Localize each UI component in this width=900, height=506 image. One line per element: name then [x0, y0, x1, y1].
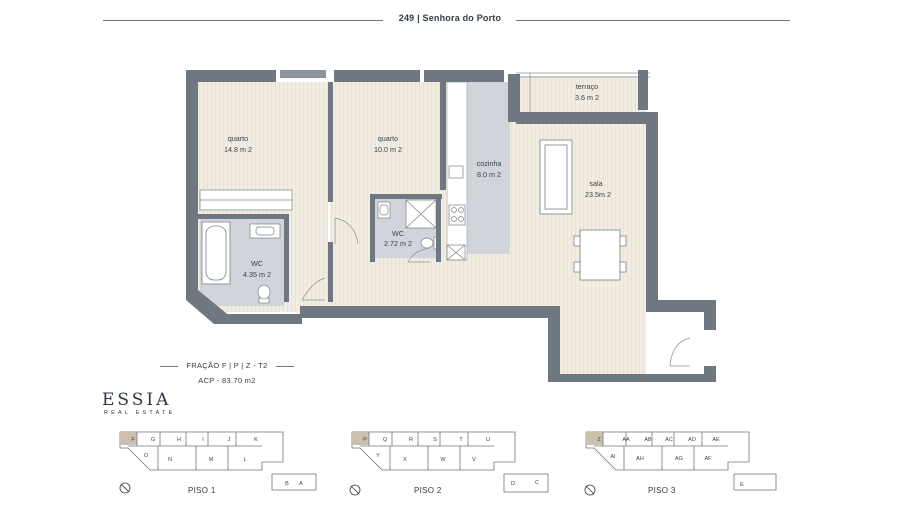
wardrobe [199, 189, 293, 211]
sofa-icon [539, 139, 573, 215]
area-quarto2: 10.0 m 2 [374, 145, 402, 154]
bathtub-icon [201, 221, 231, 285]
p2-S: S [433, 437, 437, 443]
compass-icon [584, 484, 596, 496]
p2-V: V [472, 457, 476, 463]
p1-I: I [202, 437, 204, 443]
keyplan-piso3 [585, 431, 777, 491]
compass-icon [349, 484, 361, 496]
shower-icon [405, 199, 437, 229]
fraction-rule-left [160, 366, 178, 367]
p3-AC: AC [665, 437, 673, 443]
p1-B: B [285, 481, 289, 487]
p1-J: J [228, 437, 231, 443]
p3-AI: AI [610, 454, 616, 460]
piso-1-label: PISO 1 [188, 486, 216, 495]
p1-H: H [177, 437, 181, 443]
p2-T: T [459, 437, 463, 443]
hob-icon [448, 204, 466, 226]
kitchen-counter [466, 82, 510, 254]
p1-L: L [243, 457, 246, 463]
fraction-rule-right [276, 366, 294, 367]
walls [186, 70, 716, 382]
brand-subtitle: REAL ESTATE [104, 410, 176, 416]
piso-3-label: PISO 3 [648, 486, 676, 495]
p1-M: M [209, 457, 214, 463]
wc2-sink-icon [377, 201, 391, 219]
dining-table-icon [573, 229, 627, 281]
p2-D: D [511, 481, 515, 487]
header-rule-left [103, 20, 383, 21]
keyplan-piso2 [351, 431, 549, 493]
fridge-icon [446, 244, 466, 261]
p1-O: O [144, 453, 149, 459]
keyplan-piso1 [119, 431, 317, 491]
p2-W: W [440, 457, 446, 463]
p1-A: A [299, 481, 303, 487]
label-terraco: terraço [576, 82, 598, 91]
label-sala: sala [589, 179, 602, 188]
label-wc2: WC [392, 229, 404, 238]
p1-N: N [168, 457, 172, 463]
label-quarto1: quarto [228, 134, 248, 143]
wc2-toilet-icon [420, 236, 439, 250]
p2-P: P [363, 437, 367, 443]
p2-C: C [535, 480, 539, 486]
p3-AE: AE [712, 437, 720, 443]
p3-AF: AF [704, 456, 712, 462]
p2-U: U [486, 437, 490, 443]
p3-Z: Z [597, 437, 601, 443]
p1-K: K [254, 437, 258, 443]
label-cozinha: cozinha [477, 159, 502, 168]
compass-icon [119, 482, 131, 494]
p2-Y: Y [376, 453, 380, 459]
p2-Q: Q [383, 437, 388, 443]
brand-logo: ESSIA [102, 390, 172, 410]
area-cozinha: 8.0 m 2 [477, 170, 501, 179]
wc1-toilet-icon [257, 284, 271, 304]
area-wc1: 4.35 m 2 [243, 270, 271, 279]
p2-X: X [403, 457, 407, 463]
terrace-railing [516, 72, 650, 112]
p1-G: G [151, 437, 155, 443]
p3-AB: AB [644, 437, 652, 443]
area-label: ACP - 83.70 m2 [198, 376, 256, 385]
p2-R: R [409, 437, 413, 443]
wc1-sink-icon [249, 223, 281, 239]
page-title: 249 | Senhora do Porto [398, 13, 502, 23]
fraction-label: FRAÇÃO F | P | Z - T2 [186, 361, 268, 370]
p3-AA: AA [622, 437, 630, 443]
p3-AG: AG [675, 456, 683, 462]
kitchen-strip [446, 81, 468, 261]
area-sala: 23.5m 2 [585, 190, 611, 199]
piso-2-label: PISO 2 [414, 486, 442, 495]
label-wc1: WC [251, 259, 263, 268]
label-quarto2: quarto [378, 134, 398, 143]
p3-E: E [740, 482, 744, 488]
kitchen-sink-icon [448, 165, 464, 179]
header-rule-right [516, 20, 790, 21]
p1-F: F [131, 437, 135, 443]
area-quarto1: 14.8 m 2 [224, 145, 252, 154]
area-wc2: 2.72 m 2 [384, 239, 412, 248]
p3-AH: AH [636, 456, 644, 462]
p3-AD: AD [688, 437, 696, 443]
area-terraco: 3.6 m 2 [575, 93, 599, 102]
